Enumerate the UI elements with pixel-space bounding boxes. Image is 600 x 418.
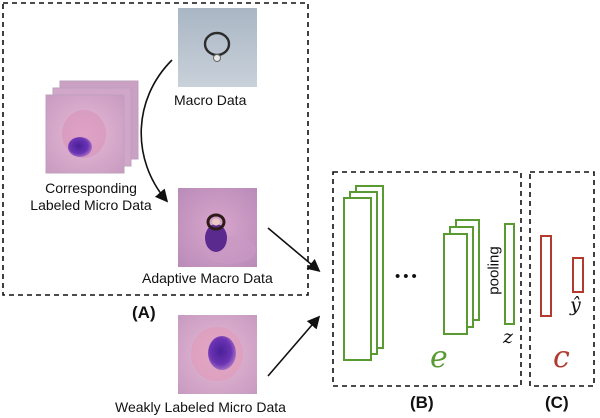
- corresponding-label-line1: Corresponding: [45, 180, 137, 196]
- curved-arrow: [140, 59, 173, 203]
- macro-data-image: [178, 8, 257, 87]
- classifier-layer: [540, 235, 552, 317]
- panel-b-tag: (B): [410, 393, 434, 412]
- classifier-symbol: c: [553, 340, 570, 375]
- weakly-labeled-image: [178, 315, 257, 394]
- adaptive-macro-image: [178, 188, 257, 267]
- corresponding-label: Corresponding Labeled Micro Data: [16, 180, 166, 214]
- prediction-output: [572, 257, 584, 293]
- corresponding-micro-stack: [45, 80, 139, 174]
- ellipsis-dots: •••: [395, 268, 420, 285]
- encoder-layers-large: [343, 185, 384, 361]
- weakly-labeled-label: Weakly Labeled Micro Data: [115, 399, 286, 415]
- arrow-adaptive-to-encoder: [267, 227, 321, 273]
- encoder-symbol: e: [430, 340, 448, 375]
- encoder-layers-small: [443, 219, 480, 335]
- macro-data-label: Macro Data: [174, 92, 247, 108]
- panel-a-box: [2, 2, 309, 296]
- adaptive-macro-label: Adaptive Macro Data: [142, 270, 273, 286]
- pooling-label: pooling: [485, 246, 503, 295]
- prediction-symbol: ŷ: [570, 294, 581, 316]
- panel-b-box: [332, 171, 522, 387]
- arrow-weak-to-encoder: [267, 315, 321, 377]
- panel-c-tag: (C): [545, 393, 569, 412]
- pooling-vector: [504, 223, 515, 325]
- panel-a-tag: (A): [132, 303, 156, 322]
- panel-c-box: [529, 171, 595, 387]
- corresponding-label-line2: Labeled Micro Data: [30, 197, 152, 213]
- feature-symbol: z: [503, 326, 514, 348]
